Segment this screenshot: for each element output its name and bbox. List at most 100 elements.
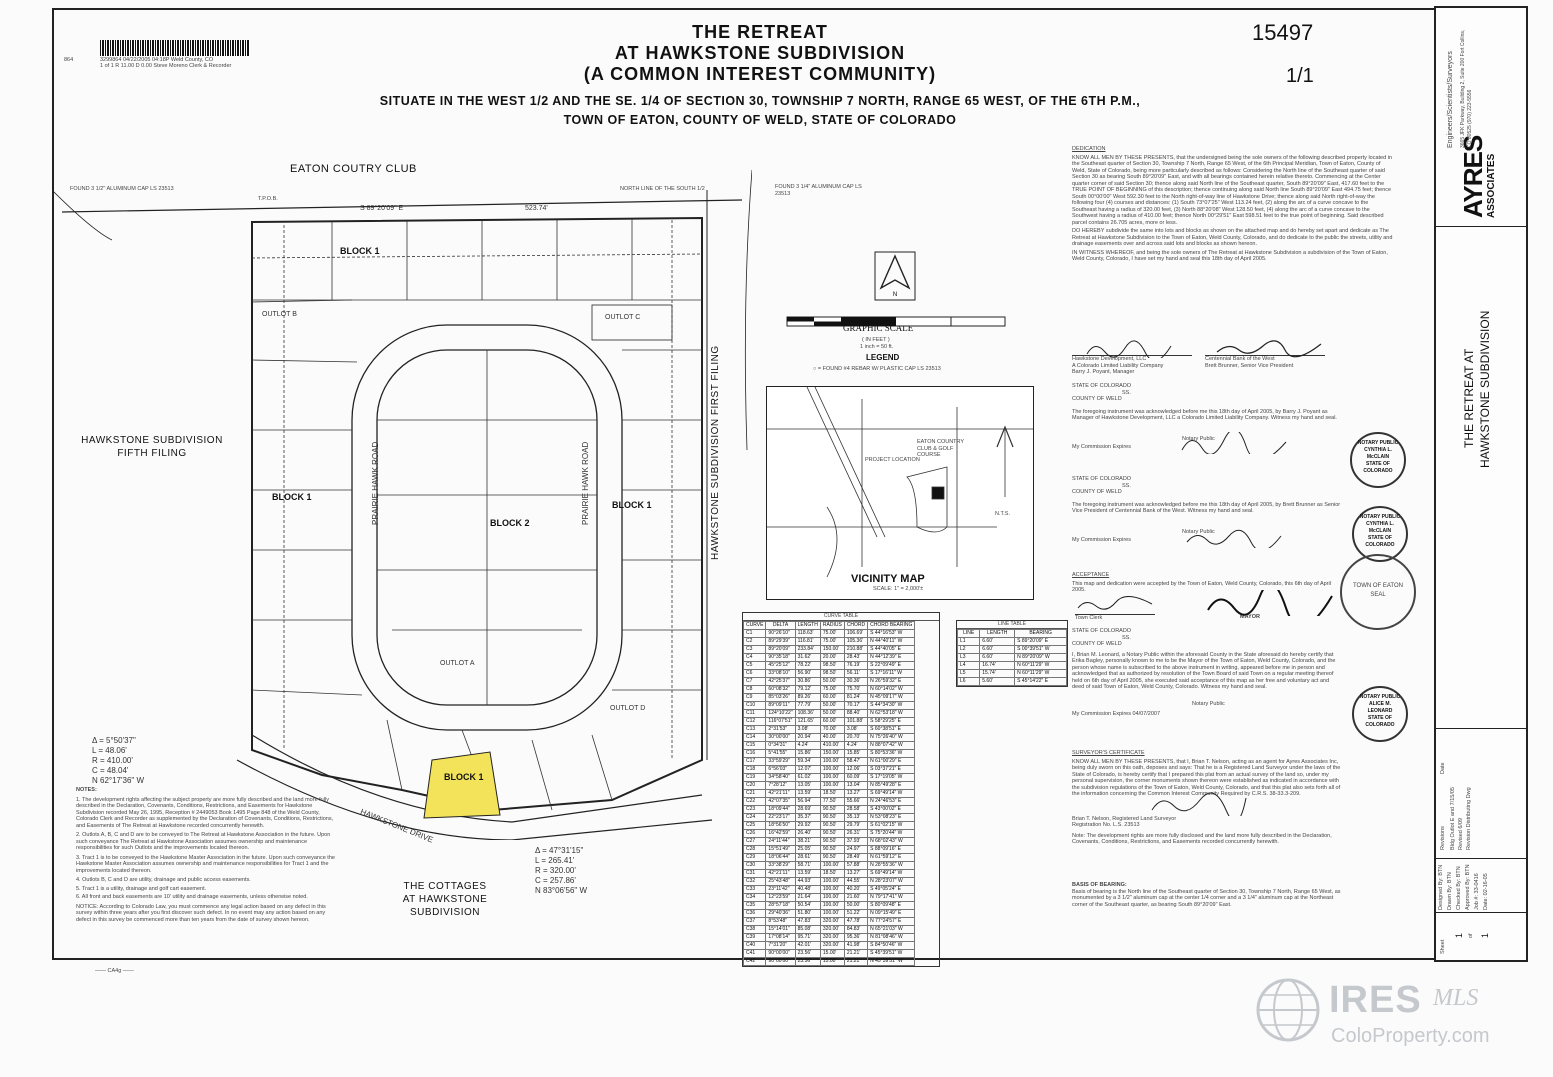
ack3-ss: SS. [1122,634,1131,641]
svg-text:N: N [893,292,897,298]
curve-cell: 12°23'59" [765,892,796,902]
curve-cell: N 77°24'57" E [867,916,916,926]
curve-cell: 44.93' [794,876,821,886]
fifth-filing-label: HAWKSTONE SUBDIVISION FIFTH FILING [72,434,232,460]
north-line-note: NORTH LINE OF THE SOUTH 1/2 [620,186,705,192]
curve-cell: 30.86' [794,676,821,686]
block-1-south: BLOCK 1 [444,772,484,782]
curve-cell: 47.78' [843,916,869,926]
stamp2-line-4: STATE OF COLORADO [1365,535,1395,548]
curve-cell: 90.50' [819,804,845,814]
ires-globe-icon [1256,978,1320,1042]
curve-cell: 40.48' [794,884,821,894]
curve-cell: 21.64' [794,892,821,902]
curve-cell: S 03°37'21" E [867,764,916,774]
cottages-label: THE COTTAGES AT HAWKSTONE SUBDIVISION [390,880,500,919]
ack2-notary: Notary Public [1182,528,1215,535]
curve-cell: 81.24' [843,692,869,702]
curve-cell: S 49°05'24" E [867,884,916,894]
curve-cell: 410.00' [819,740,845,750]
curve-cell: 89.26' [794,692,821,702]
graphic-scale-bar [786,316,1006,327]
curve-cell: N 60°14'02" W [867,684,916,694]
outlot-d-label: OUTLOT D [610,705,646,712]
curve-cell: C39 [742,932,767,942]
recording-barcode [100,40,250,56]
curve1-radius: R = 410.00' [92,756,133,765]
curve-cell: 13.27' [843,788,869,798]
outlot-a-label: OUTLOT A [440,660,475,667]
curve-cell: 100.00' [819,908,845,918]
ack2-ss: SS. [1122,482,1131,489]
curve-cell: 100.00' [819,900,845,910]
curve-cell: 4.24' [843,740,869,750]
development-rights-note: Note: The development rights are more fu… [1072,832,1332,846]
curve-cell: 47.83' [794,916,821,926]
curve-cell: 6°56'03" [765,764,796,774]
scale-inch: 1 inch = 50 ft. [860,344,894,350]
curve1-delta: Δ = 5°50'37" [92,736,136,745]
signature-clerk [1077,596,1153,610]
owner-1: Hawkstone Development, LLC A Colorado Li… [1072,355,1192,376]
curve-cell: 29°40'36" [765,908,796,918]
stamp2-line-3: McCLAIN [1368,528,1392,534]
curve-cell: 124°10'22" [765,708,796,718]
curve-cell: 108.36' [794,708,821,718]
curve-table-title: CURVE TABLE [743,613,939,621]
lot-lines-center [377,350,597,705]
stamp1-line-2: CYNTHIA L. [1364,447,1392,453]
lot-lines-south [386,719,613,811]
curve-cell: 30.36' [843,676,869,686]
curve-cell: 95.71' [794,932,821,942]
curve-cell: 20.94' [794,732,821,742]
curve-cell: 105.36' [843,636,869,646]
ack3-notary: Notary Public [1192,700,1225,707]
curve-cell: 98.50' [819,660,845,670]
curve-cell: 17°08'14" [765,932,796,942]
line-cell: S 45°14'22" E [1014,676,1067,686]
curve-cell: C25 [742,820,767,830]
curve-cell: N 79°17'41" W [867,892,916,902]
stamp-number: 864 [64,57,74,63]
found-left-note: FOUND 3 1/2" ALUMINUM CAP LS 23513 [70,186,174,192]
curve-cell: S 17°16'11" W [867,668,916,678]
job-number: Job #: 33-0416 [1474,873,1480,910]
acceptance-block: ACCEPTANCE This map and dedication were … [1072,572,1342,594]
north-arrow: N [874,251,916,301]
curve-cell: C37 [742,916,767,926]
line-cell: L4 [956,660,981,670]
ack1-state: STATE OF COLORADO [1072,383,1132,389]
curve-cell: 31.62' [794,652,821,662]
stamp3-line-2: ALICE M. [1369,701,1391,707]
title-line-3: (A COMMON INTEREST COMMUNITY) [583,64,937,84]
curve2-radius: R = 320.00' [535,866,576,875]
surveyor-registration: Registration No. L.S. 23513 [1072,822,1140,828]
curve-cell: 28.49' [843,852,869,862]
approved-by: Approved By: BTN [1465,864,1471,910]
curve-cell: 58.47' [843,756,869,766]
curve-cell: 30°00'00" [765,732,796,742]
curve-cell: 60.00' [819,692,845,702]
ack2-commission: My Commission Expires [1072,537,1131,543]
curve2-length: L = 265.41' [535,856,575,865]
curve-cell: 25°43'48" [765,876,796,886]
curve-cell: C18 [742,764,767,774]
notes-title: NOTES: [76,787,97,793]
ires-text: IRES [1329,979,1422,1021]
curve-col-header: RADIUS [819,620,845,630]
curve-cell: 50.54' [794,900,821,910]
curve-cell: 26.40' [794,828,821,838]
curve-data-west: Δ = 5°50'37" L = 48.06' R = 410.00' C = … [92,736,144,786]
surveyor-title: SURVEYOR'S CERTIFICATE [1072,750,1145,756]
document-number: 15497 [1252,20,1314,45]
